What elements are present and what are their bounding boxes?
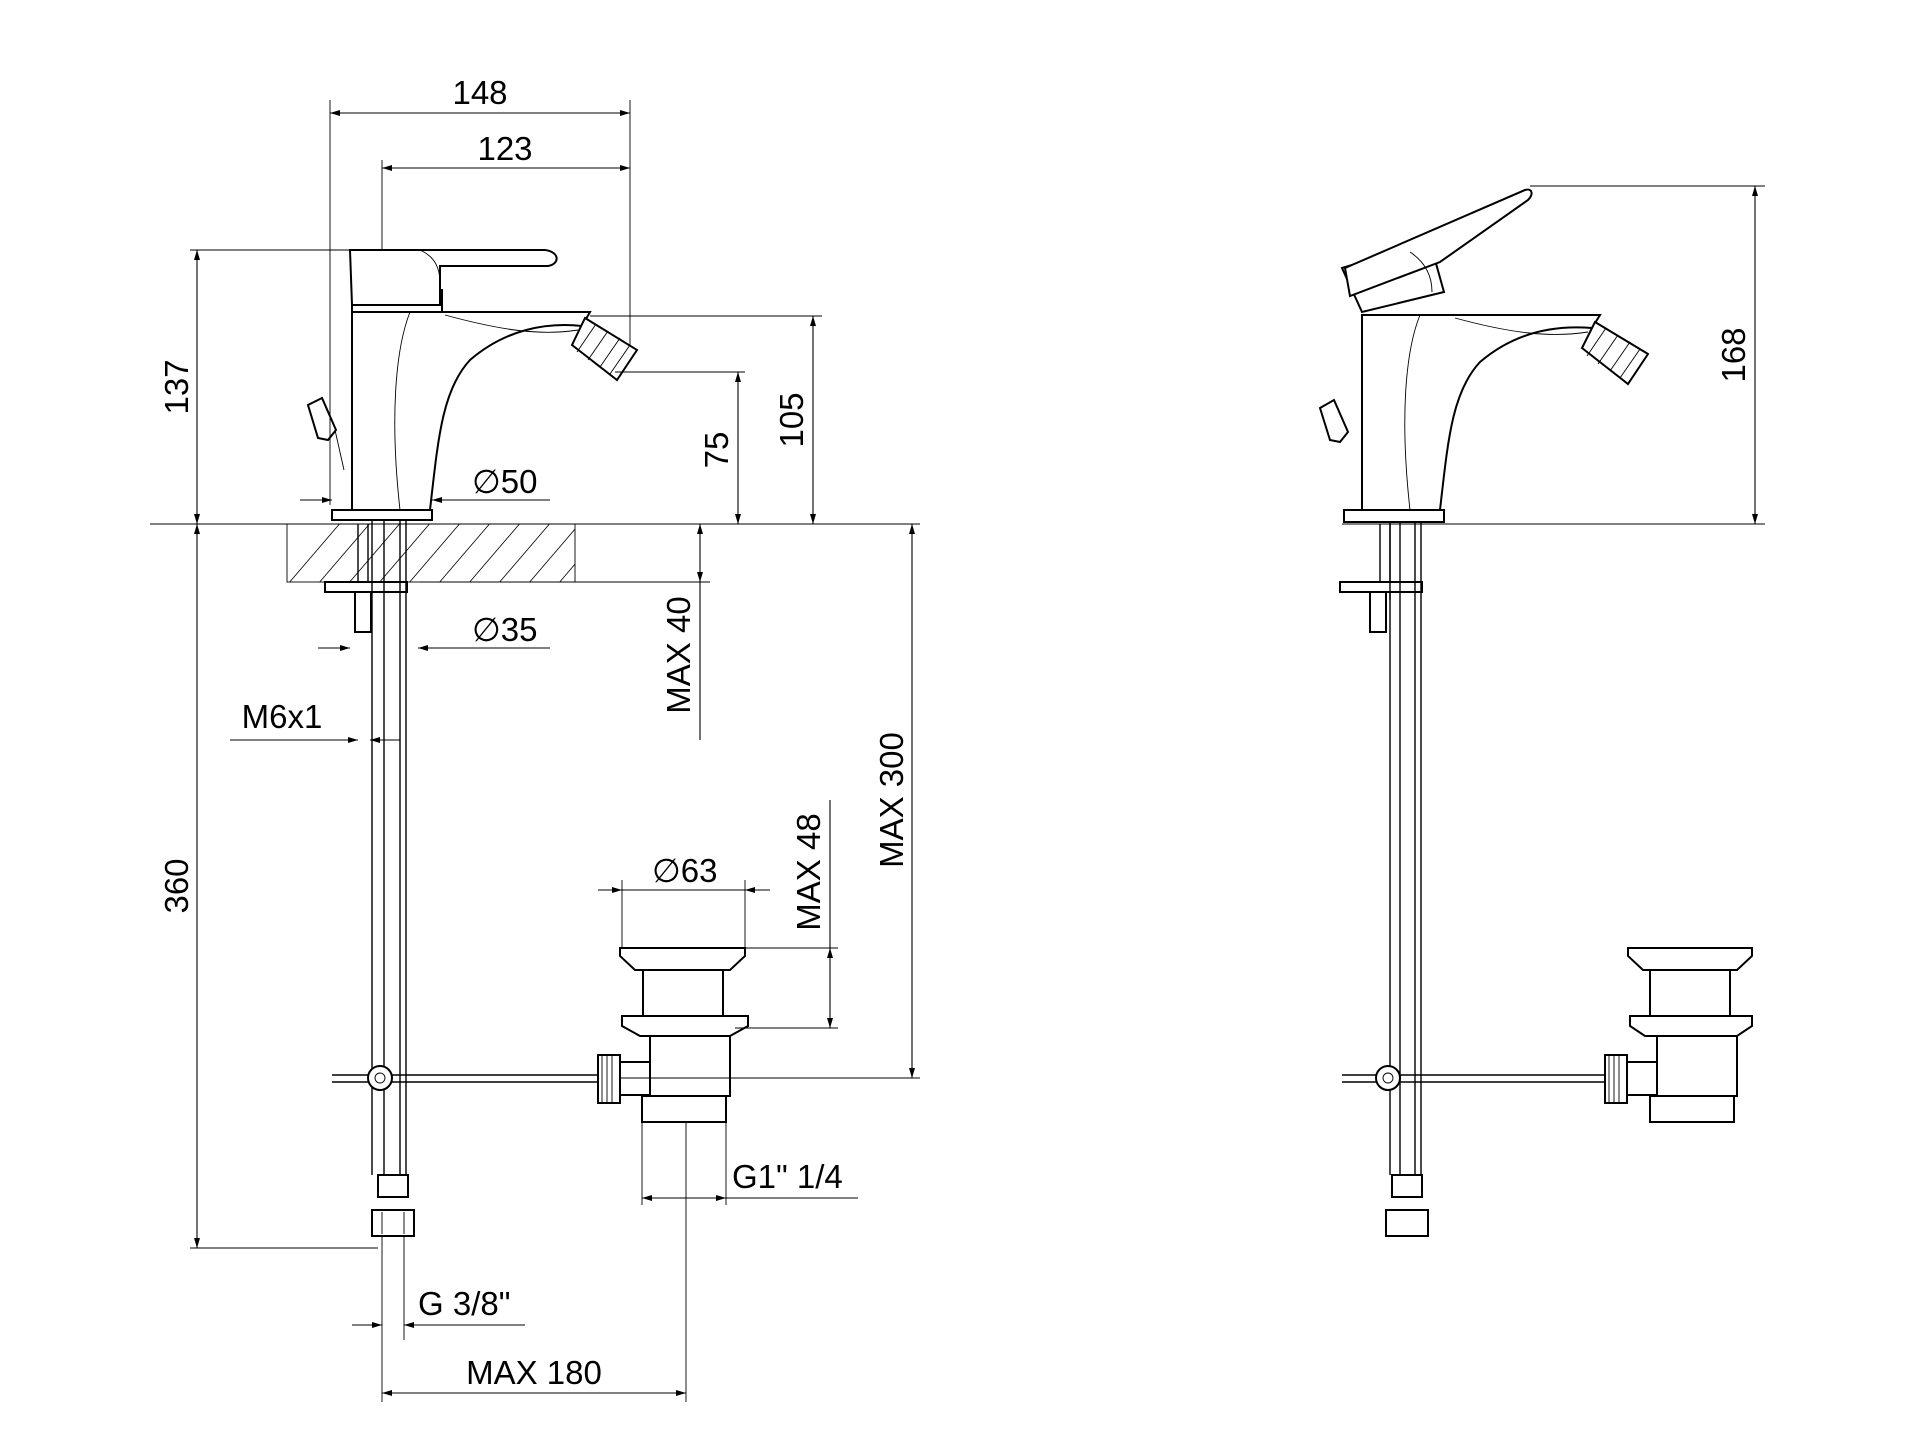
dim-dia50: ∅50: [300, 463, 550, 503]
lever-raised-right: [1340, 188, 1533, 314]
dim-g114: G1" 1/4: [641, 1122, 858, 1205]
dim-g38-label: G 3/8": [418, 1285, 510, 1322]
dim-g38: G 3/8": [352, 1236, 525, 1340]
dim-max180-label: MAX 180: [466, 1354, 602, 1391]
dim-m6x1-label: M6x1: [242, 698, 323, 735]
dim-148-label: 148: [452, 74, 507, 111]
dim-max48-label: MAX 48: [790, 813, 827, 930]
dim-105-label: 105: [773, 392, 810, 447]
popup-knob: [306, 396, 345, 471]
dim-dia50-label: 50: [501, 463, 538, 500]
right-view: 168: [1318, 185, 1765, 1237]
dim-dia35-label: 35: [501, 611, 538, 648]
dim-360: 360: [158, 524, 378, 1249]
diameter-symbol: ∅: [472, 463, 501, 500]
svg-text:∅63: ∅63: [652, 852, 717, 889]
dim-g114-label: G1" 1/4: [732, 1158, 843, 1195]
dim-max300-label: MAX 300: [873, 732, 910, 868]
left-view: 148 123 137 75 105 ∅50: [150, 74, 920, 1402]
dim-max300: MAX 300: [620, 524, 920, 1079]
mounting-and-hoses-right: [1339, 522, 1429, 1237]
dim-148: 148: [329, 74, 631, 505]
popup-knob-right: [1318, 398, 1350, 444]
dim-123-label: 123: [477, 130, 532, 167]
dim-dia35: ∅35: [318, 611, 550, 651]
dim-137: 137: [158, 249, 350, 524]
dim-168-label: 168: [1715, 327, 1752, 382]
dim-max48: MAX 48: [735, 800, 838, 1029]
lever-handle: [348, 249, 558, 313]
diameter-symbol: ∅: [472, 611, 501, 648]
countertop-section: [286, 523, 576, 583]
dim-137-label: 137: [158, 359, 195, 414]
diameter-symbol: ∅: [652, 852, 681, 889]
dim-max180: MAX 180: [381, 1122, 687, 1402]
dim-360-label: 360: [158, 858, 195, 913]
popup-rod-and-waste: [332, 947, 749, 1123]
dim-123: 123: [381, 130, 630, 250]
svg-text:∅35: ∅35: [472, 611, 537, 648]
dim-max40-label: MAX 40: [660, 596, 697, 713]
spray-nozzle-right: [1580, 320, 1650, 386]
dim-max40: MAX 40: [420, 524, 710, 740]
mixer-body: [331, 311, 592, 521]
dim-105: 105: [590, 315, 822, 524]
dim-75-label: 75: [698, 432, 735, 469]
dim-75: 75: [615, 371, 745, 524]
svg-text:∅50: ∅50: [472, 463, 537, 500]
dim-dia63: ∅63: [598, 852, 770, 948]
spray-nozzle: [570, 316, 639, 382]
mounting-and-hoses: [324, 520, 415, 1237]
dim-m6x1: M6x1: [230, 698, 400, 743]
popup-rod-and-waste-right: [1342, 947, 1753, 1123]
dim-dia63-label: 63: [681, 852, 718, 889]
mixer-body-right: [1343, 314, 1602, 523]
dim-168: 168: [1444, 185, 1765, 525]
